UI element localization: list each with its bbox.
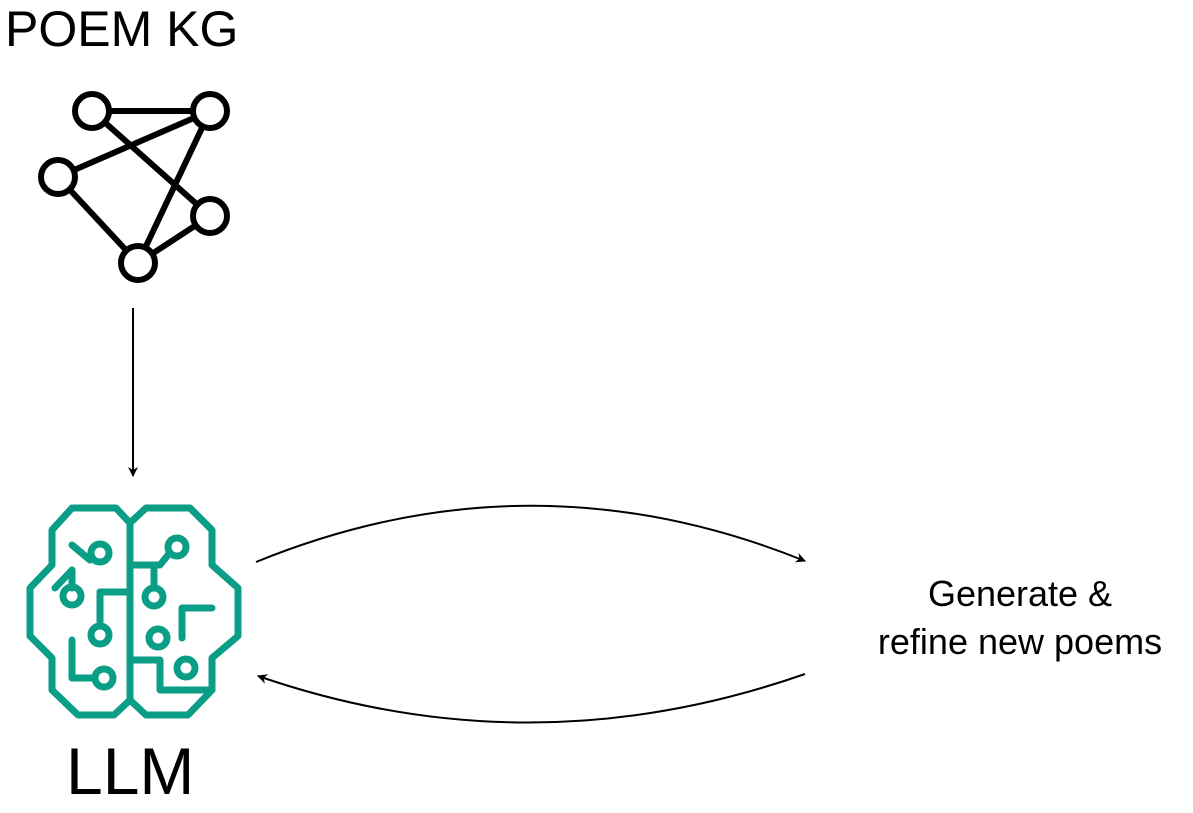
circuit-node bbox=[164, 534, 190, 560]
circuit-trace bbox=[68, 541, 94, 564]
graph-node bbox=[38, 157, 78, 197]
generate-refine-label: Generate & refine new poems bbox=[840, 570, 1193, 666]
circuit-trace bbox=[51, 566, 76, 592]
graph-edge bbox=[135, 108, 213, 266]
graph-node bbox=[118, 243, 158, 283]
llm-to-generate-arrow bbox=[255, 504, 806, 563]
kg-title: POEM KG bbox=[5, 1, 239, 57]
graph-node bbox=[72, 91, 112, 131]
circuit-node bbox=[173, 655, 199, 681]
graph-edge bbox=[55, 108, 213, 180]
circuit-trace bbox=[178, 604, 216, 642]
circuit-node bbox=[141, 584, 167, 610]
circuit-node bbox=[91, 665, 117, 691]
circuit-node bbox=[87, 622, 113, 648]
circuit-trace bbox=[68, 636, 96, 682]
generate-to-llm-arrow bbox=[257, 673, 806, 724]
brain-circuit-icon bbox=[26, 504, 242, 719]
knowledge-graph-icon bbox=[38, 91, 230, 283]
circuit-node bbox=[145, 625, 171, 651]
circuit-node bbox=[59, 583, 85, 609]
generate-label-line1: Generate & bbox=[927, 573, 1113, 614]
circuit-trace bbox=[126, 551, 172, 569]
llm-label: LLM bbox=[66, 734, 195, 808]
graph-edges bbox=[55, 108, 213, 266]
graph-node bbox=[190, 91, 230, 131]
circuit-node bbox=[87, 540, 113, 566]
graph-edge bbox=[89, 108, 213, 219]
graph-node bbox=[190, 196, 230, 236]
circuit-trace bbox=[126, 656, 216, 694]
generate-label-line2: refine new poems bbox=[877, 621, 1163, 662]
